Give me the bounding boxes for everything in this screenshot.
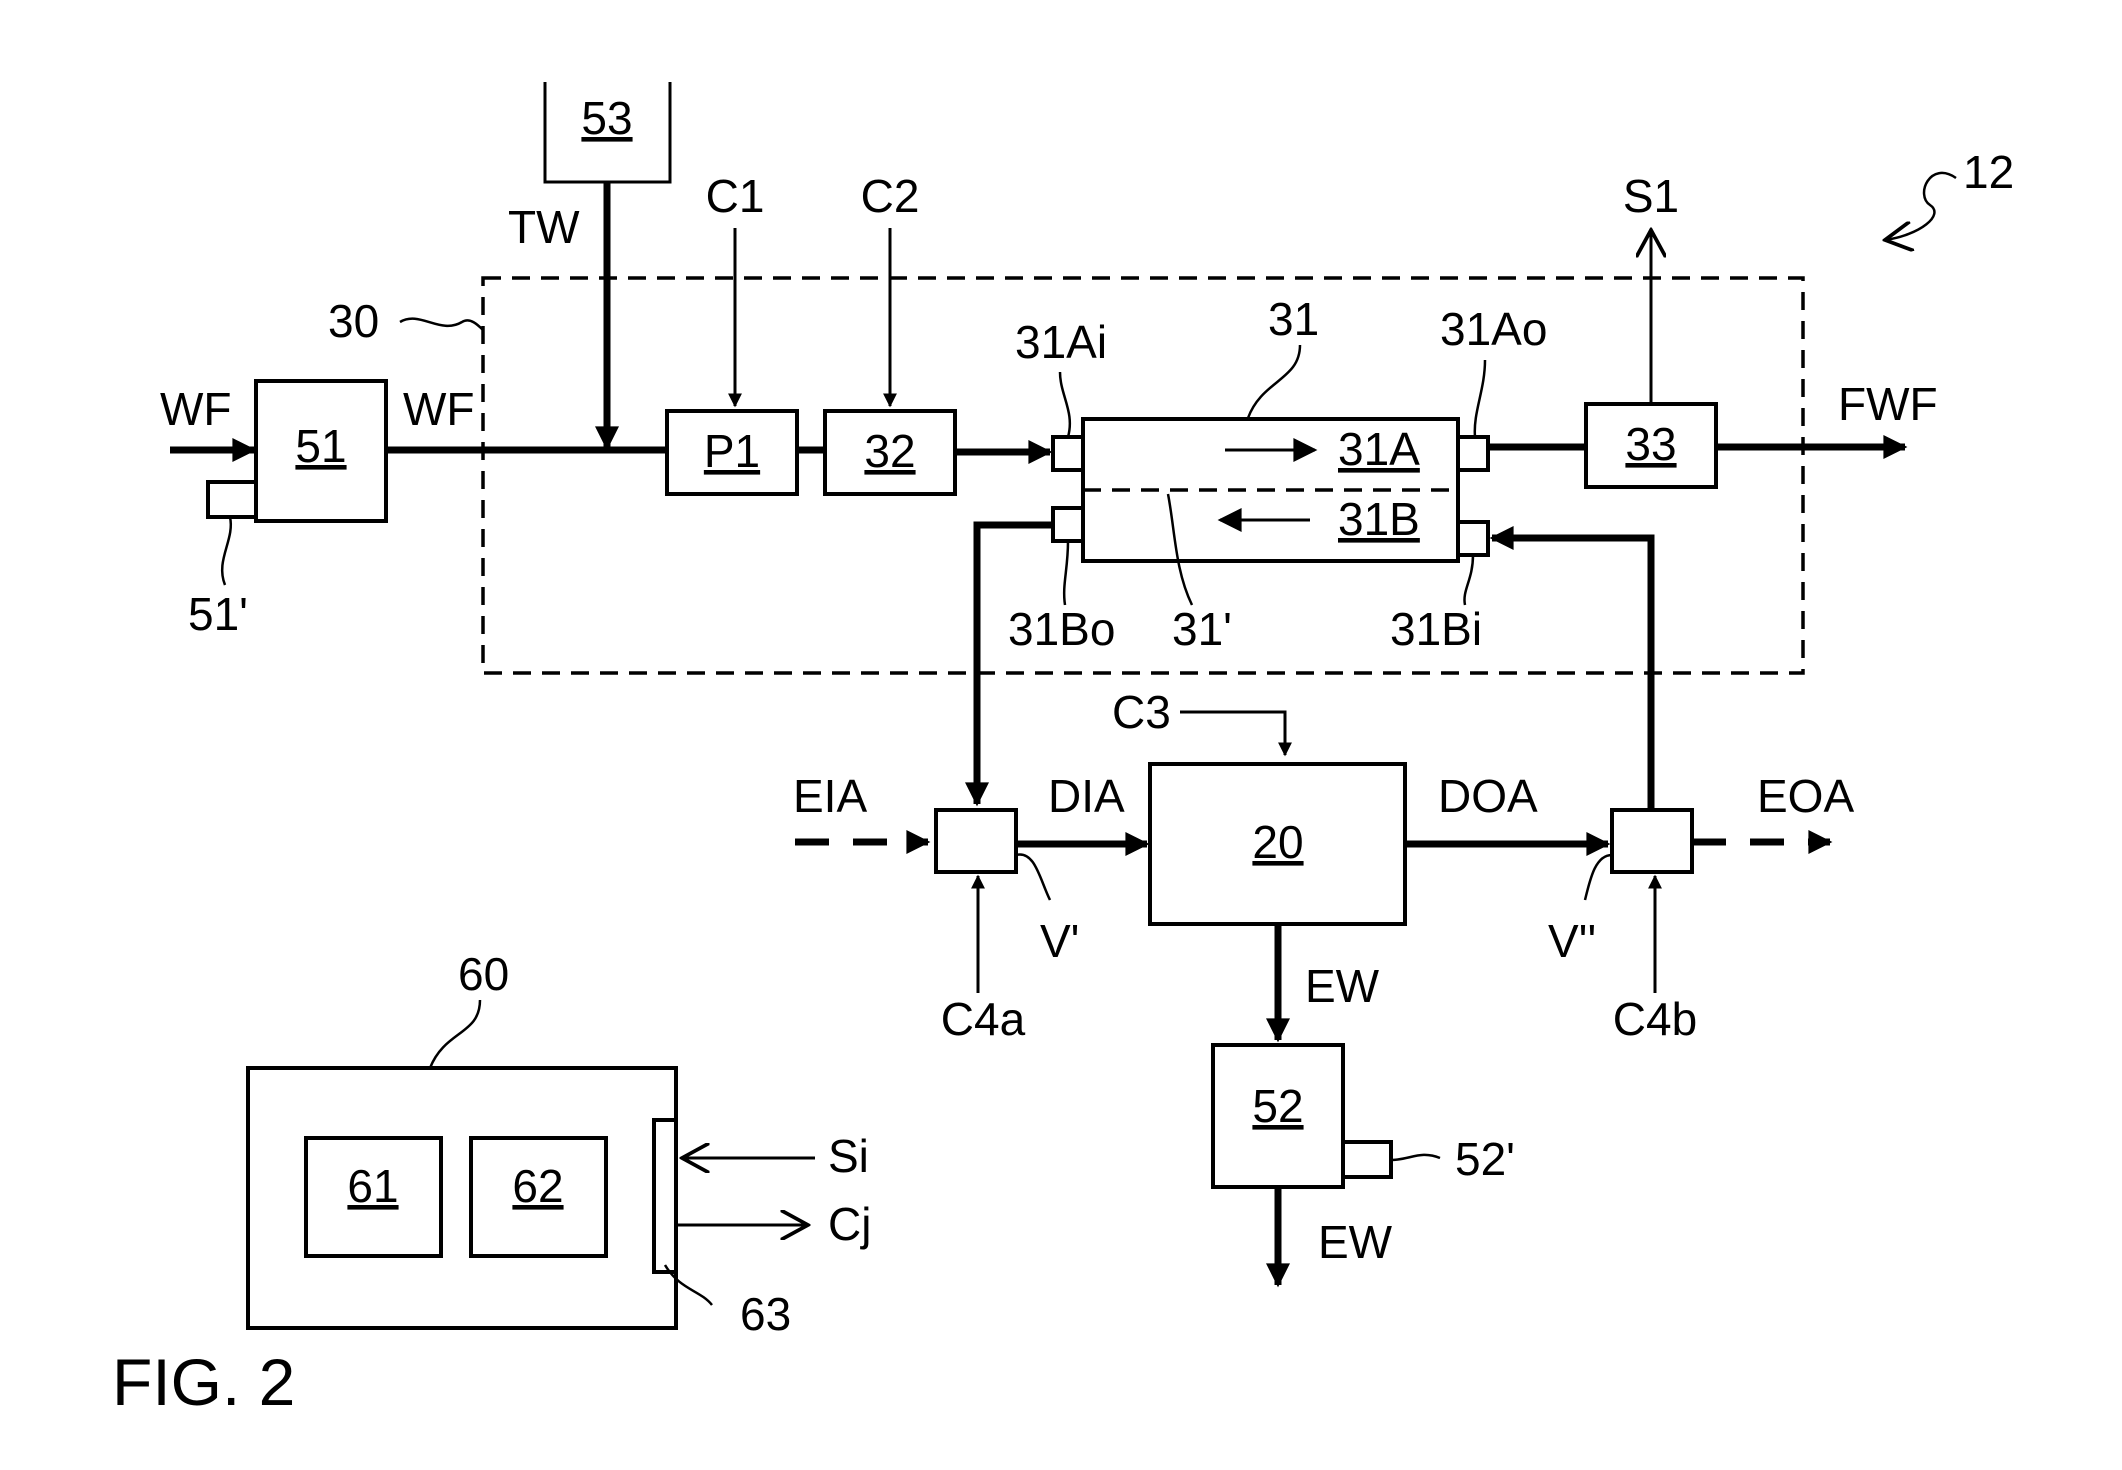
port-31bi	[1456, 520, 1490, 557]
port-31ai	[1051, 435, 1085, 472]
block-62-label: 62	[512, 1160, 563, 1212]
ref-31bi-leader	[1463, 554, 1475, 606]
ref-31bi: 31Bi	[1390, 603, 1482, 655]
ew-label-2: EW	[1318, 1216, 1393, 1268]
eia-label: EIA	[793, 770, 867, 822]
ref-52p: 52'	[1455, 1133, 1515, 1185]
ref-31-leader	[1246, 344, 1302, 419]
hx-31a-label: 31A	[1338, 423, 1420, 475]
block-32-label: 32	[864, 425, 915, 477]
system-boundary-30	[481, 276, 1805, 675]
tw-label: TW	[508, 201, 580, 253]
ref-31bo: 31Bo	[1008, 603, 1115, 655]
ref-31ao-leader	[1473, 359, 1487, 438]
ref-51p: 51'	[188, 588, 248, 640]
valve-v2	[1610, 808, 1694, 874]
ref-31bo-leader	[1062, 540, 1070, 606]
c3-arrow	[1180, 710, 1292, 757]
block-52-label: 52	[1252, 1080, 1303, 1132]
ref-63: 63	[740, 1288, 791, 1340]
v1-label: V'	[1040, 915, 1079, 967]
block-32	[823, 409, 957, 496]
v2-label: V''	[1548, 915, 1596, 967]
sensor-51p	[206, 480, 258, 519]
ew-label-1: EW	[1305, 960, 1380, 1012]
ref-12: 12	[1963, 146, 2014, 198]
c3-label: C3	[1112, 686, 1171, 738]
ref-31: 31	[1268, 293, 1319, 345]
sensor-52p	[1341, 1140, 1393, 1179]
v1-leader	[1015, 853, 1052, 901]
wf-out-label: WF	[403, 383, 475, 435]
ref-31p-leader	[1166, 493, 1194, 606]
ref-60-leader	[428, 999, 482, 1069]
ref-30-leader	[399, 317, 484, 331]
tank-53-label: 53	[581, 92, 632, 144]
block-61-label: 61	[347, 1160, 398, 1212]
ref-31ai: 31Ai	[1015, 316, 1107, 368]
cj-label: Cj	[828, 1198, 871, 1250]
hx-31b-label: 31B	[1338, 493, 1420, 545]
c4a-label: C4a	[941, 993, 1026, 1045]
ref-30: 30	[328, 295, 379, 347]
sensor-52p-leader	[1390, 1153, 1441, 1162]
port-31bo	[1051, 506, 1085, 543]
c1-label: C1	[706, 170, 765, 222]
s1-label: S1	[1623, 170, 1679, 222]
block-62	[469, 1136, 608, 1258]
line-31bo-valve	[965, 521, 1053, 807]
pump-p1	[665, 409, 799, 496]
ref-31ai-leader	[1058, 371, 1072, 438]
ref-12-arrow	[1885, 171, 1957, 240]
return-line-31bi	[1489, 526, 1655, 808]
v2-leader	[1583, 853, 1613, 901]
block-52	[1211, 1043, 1345, 1189]
ref-60: 60	[458, 948, 509, 1000]
c2-label: C2	[861, 170, 920, 222]
port-63	[652, 1118, 678, 1274]
block-61	[304, 1136, 443, 1258]
eoa-label: EOA	[1757, 770, 1854, 822]
pump-p1-label: P1	[704, 425, 760, 477]
block-51	[254, 379, 388, 523]
fwf-label: FWF	[1838, 378, 1938, 430]
dia-label: DIA	[1048, 770, 1125, 822]
ref-63-leader	[663, 1264, 713, 1306]
port-31ao	[1456, 435, 1490, 472]
figure-caption: FIG. 2	[112, 1345, 295, 1419]
block-33	[1584, 402, 1718, 489]
valve-v1	[934, 808, 1018, 874]
block-51-label: 51	[295, 420, 346, 472]
ref-31ao: 31Ao	[1440, 303, 1547, 355]
wf-in-label: WF	[160, 383, 232, 435]
block-20-label: 20	[1252, 816, 1303, 868]
doa-label: DOA	[1438, 770, 1538, 822]
c4b-label: C4b	[1613, 993, 1697, 1045]
si-label: Si	[828, 1130, 869, 1182]
block-33-label: 33	[1625, 418, 1676, 470]
ref-31p: 31'	[1172, 603, 1232, 655]
sensor-51p-leader	[220, 516, 233, 586]
